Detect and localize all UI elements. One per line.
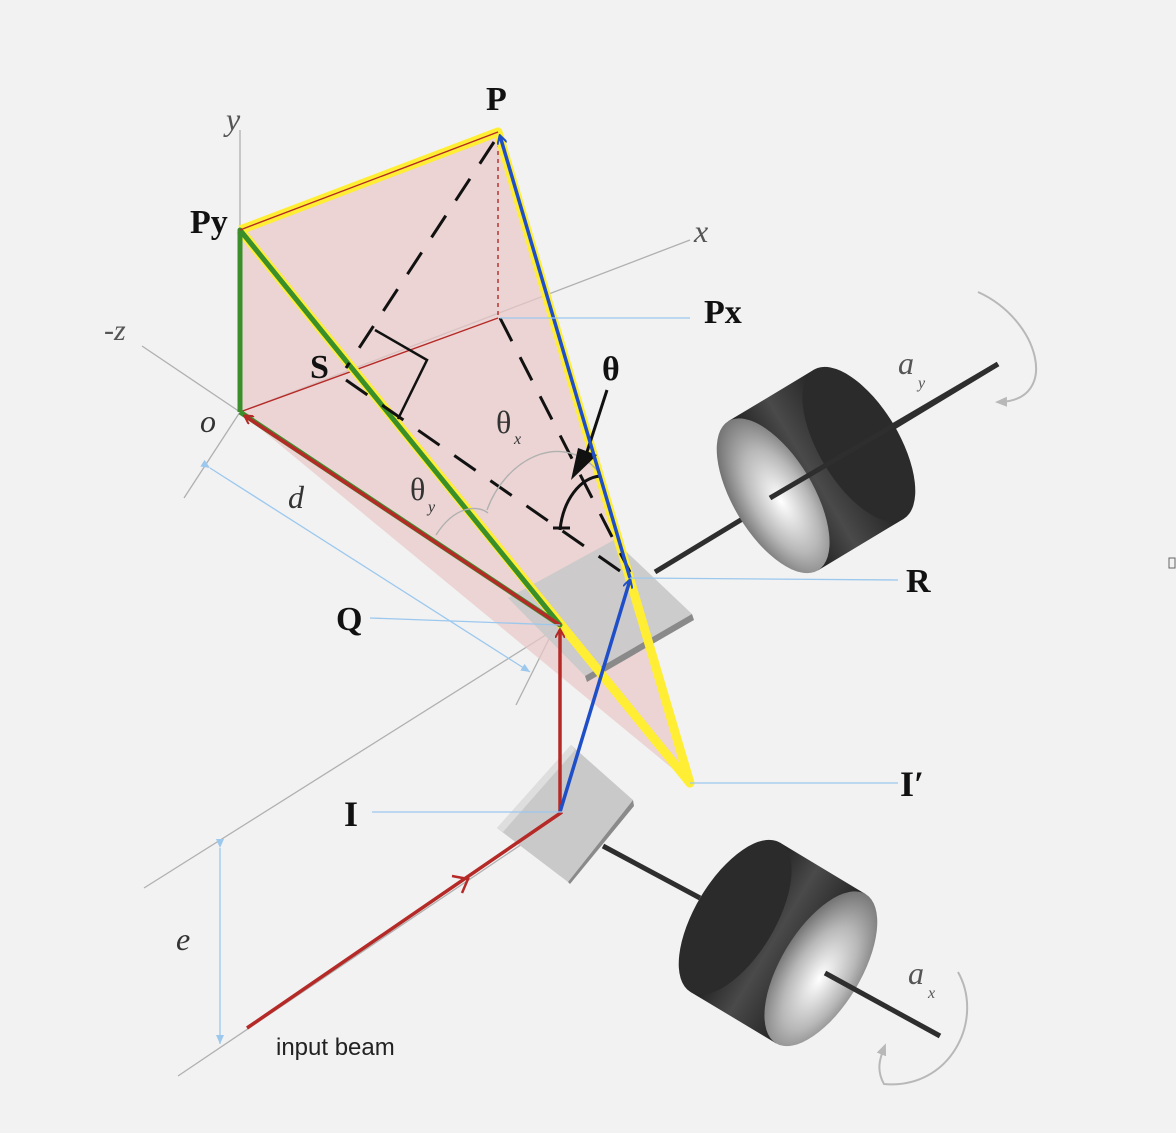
label-e: e [176,921,190,957]
baseline-lower-line [177,814,566,1077]
axis-label-neg-z: -z [104,314,126,347]
label-theta-y-sub: y [426,499,436,516]
label-Px: Px [704,294,742,331]
rotation-arrow-y-icon [977,291,1038,407]
axis-label-a-x: a [908,955,924,991]
label-Q: Q [336,601,362,638]
blue-beam [500,136,630,813]
label-theta-x-sub: x [513,431,521,448]
label-I-prime: I′ [900,764,924,804]
axis-label-x: x [693,213,708,249]
axis-label-a-y: a [898,345,914,381]
label-I: I [344,794,358,834]
leader-lines [200,317,899,1044]
label-Py: Py [190,204,228,241]
motor-x-icon [678,839,878,1047]
mirror-x-icon [497,745,634,884]
label-o: o [200,403,216,439]
neg-z-axis-line [141,345,241,413]
label-input-beam: input beam [276,1034,395,1061]
axis-label-a-x-sub: x [927,985,935,1002]
label-P: P [486,81,507,118]
right-angle-marker [374,328,429,420]
label-S: S [310,349,329,386]
z-axis-lower-line [183,411,241,499]
theta-arc [558,474,601,531]
motor-x-shaft [601,843,702,901]
axis-label-a-y-sub: y [916,375,926,392]
axis-label-y: y [223,101,241,137]
baseline-upper-line [143,625,561,889]
rotation-arrow-x-icon [876,971,969,1086]
label-theta: θ [602,351,620,388]
label-theta-y: θ [410,471,425,507]
mirror-y-icon [508,540,694,682]
label-d: d [288,479,305,515]
label-R: R [906,563,931,600]
edge-marker [1168,557,1176,569]
label-theta-x: θ [496,404,511,440]
dashed-lines [344,141,632,580]
